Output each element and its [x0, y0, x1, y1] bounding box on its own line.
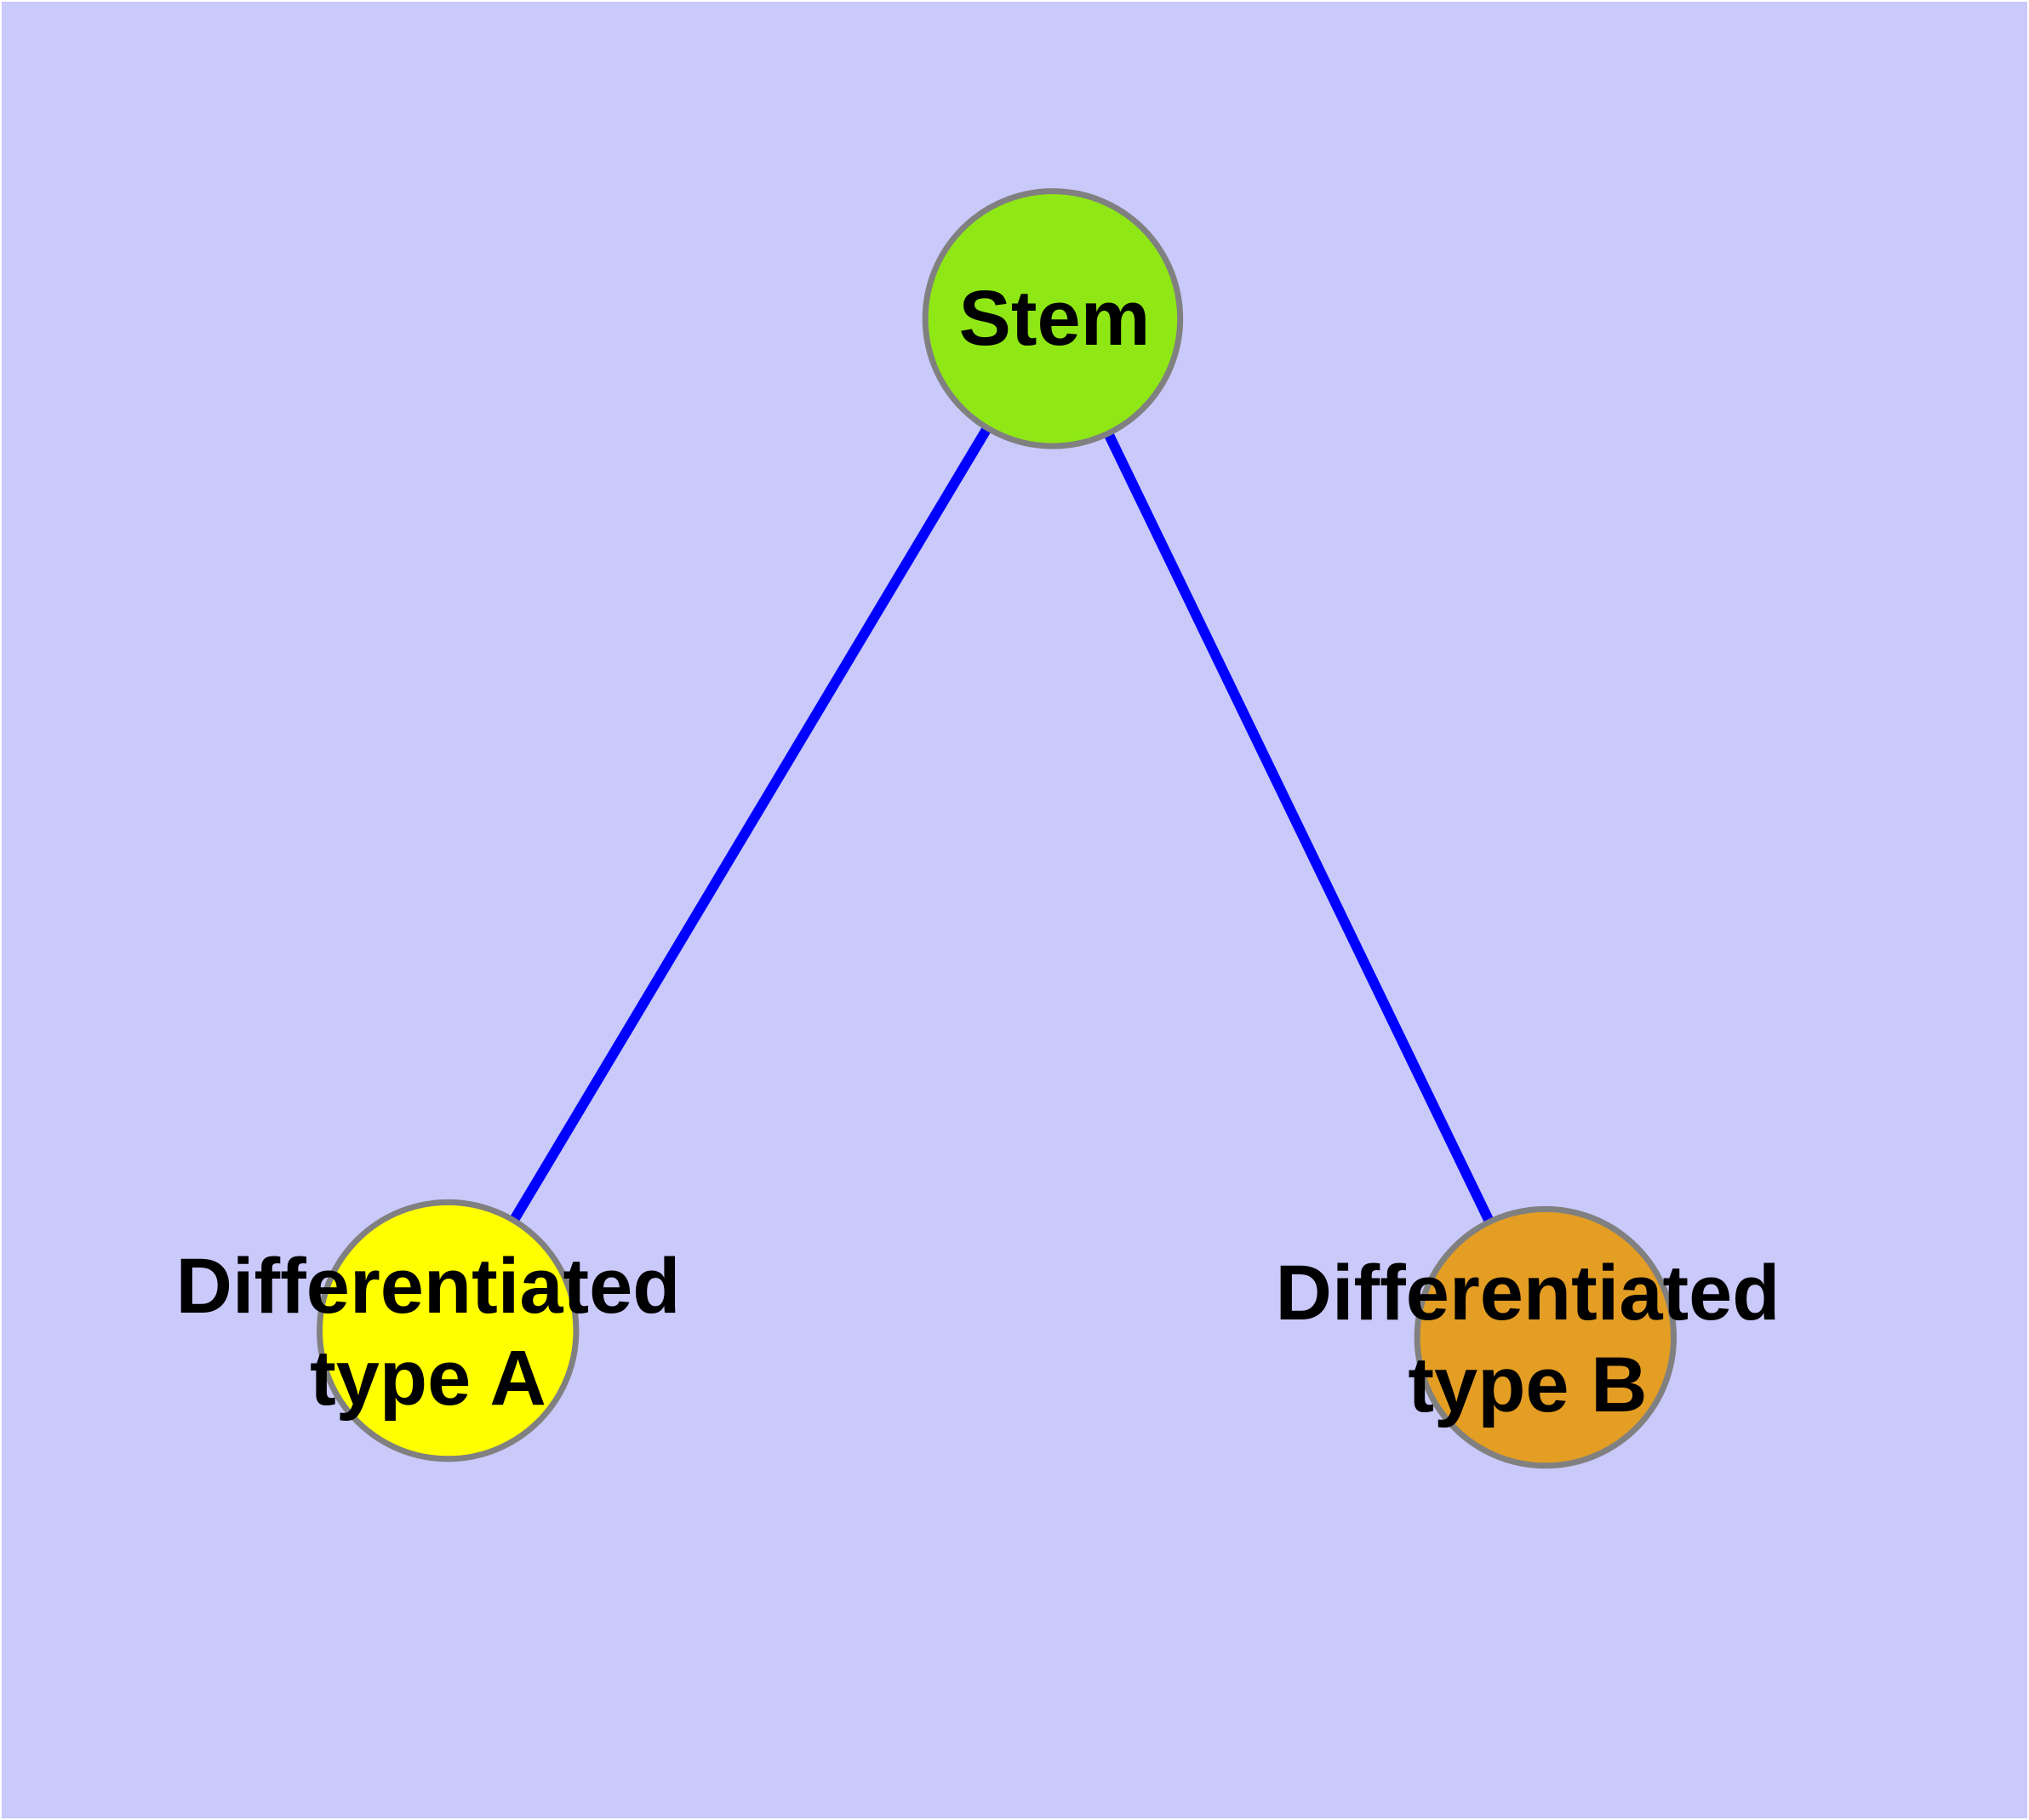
node-type-a-label: Differentiated type A	[175, 1243, 681, 1422]
edge-stem-type-a	[443, 316, 1058, 1334]
node-type-a-circle	[317, 1199, 580, 1462]
edge-stem-type-b	[1048, 316, 1551, 1340]
node-type-b-circle	[1414, 1205, 1677, 1469]
node-stem-label: Stem	[958, 275, 1151, 362]
node-type-b-label: Differentiated type B	[1275, 1250, 1780, 1428]
node-stem-circle	[922, 188, 1184, 449]
